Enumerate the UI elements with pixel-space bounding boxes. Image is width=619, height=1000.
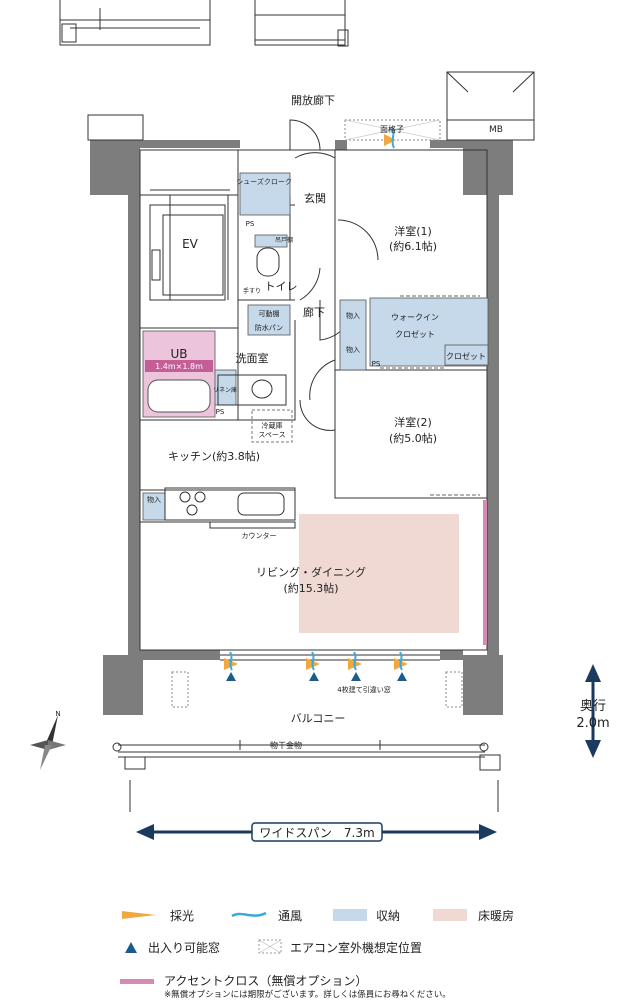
kitchen-counter <box>164 487 296 529</box>
label-ub: UB <box>170 347 187 361</box>
widespan-arrow <box>129 780 499 842</box>
accent-cross-wall <box>483 500 487 645</box>
label-room1: 洋室(1) <box>394 224 432 238</box>
label-ps-3: PS <box>372 360 381 368</box>
depth-arrow <box>585 664 601 758</box>
label-storage-1: 物入 <box>346 311 360 320</box>
wash-basin <box>217 374 287 406</box>
label-ub-size: 1.4m×1.8m <box>155 362 203 371</box>
label-lattice: 面格子 <box>380 124 404 134</box>
accent-cross-icon <box>120 979 154 984</box>
label-handrail: 手すり <box>243 287 261 295</box>
label-toilet: トイレ <box>265 280 298 293</box>
label-storage-2: 物入 <box>346 345 360 354</box>
fridge-space <box>251 409 293 443</box>
doors <box>289 119 379 431</box>
label-depth: 奥行 <box>580 699 606 714</box>
outer-walls <box>90 140 513 715</box>
balcony <box>112 654 501 771</box>
legend-entry-window: 出入り可能窓 <box>148 941 221 955</box>
label-depth-value: 2.0m <box>576 716 609 731</box>
label-balcony: バルコニー <box>291 712 346 725</box>
label-walkin-2: クロゼット <box>395 329 435 339</box>
mb-box <box>446 71 535 141</box>
label-living: リビング・ダイニング <box>256 565 366 579</box>
compass <box>30 715 66 770</box>
left-top-box <box>87 114 144 141</box>
legend-daylight: 採光 <box>170 909 195 923</box>
storage-areas <box>142 172 489 521</box>
label-shoes-cloak: シューズクローク <box>236 177 292 186</box>
label-counter: カウンター <box>242 531 277 540</box>
label-ev: EV <box>182 237 199 251</box>
label-movable-shelf: 可動棚 <box>259 309 280 318</box>
ventilation-icon <box>231 911 267 918</box>
toilet <box>256 247 280 277</box>
legend-storage: 収納 <box>376 909 401 923</box>
label-closet: クロゼット <box>446 351 486 361</box>
label-corridor: 開放廊下 <box>291 93 335 107</box>
daylight-icon <box>122 911 156 919</box>
upper-outline <box>59 0 349 47</box>
label-fridge-2: スペース <box>258 431 285 439</box>
entry-window-icon <box>125 942 137 953</box>
label-entrance: 玄関 <box>304 191 326 205</box>
legend-floor-heating: 床暖房 <box>478 909 515 923</box>
legend-note: ※無償オプションには期限がございます。詳しくは係員にお尋ねください。 <box>164 990 451 1000</box>
label-shelf: 吊戸棚 <box>275 236 293 244</box>
label-linen: リネン庫 <box>213 386 237 394</box>
label-kitchen: キッチン(約3.8帖) <box>168 449 260 463</box>
closet-doors <box>380 295 480 496</box>
ac-unit-icon <box>258 939 282 954</box>
label-window: 4枚建て引違い窓 <box>337 685 390 694</box>
elevator <box>149 204 226 301</box>
floor-heating-area <box>299 514 459 633</box>
legend-ventilation: 通風 <box>278 909 303 923</box>
label-ps-1: PS <box>246 220 255 228</box>
floor-heating-swatch-icon <box>433 909 467 921</box>
legend-accent: アクセントクロス（無償オプション） <box>164 974 368 988</box>
label-ps-2: PS <box>216 408 225 416</box>
label-hall: 廊下 <box>303 305 325 319</box>
unit-bath <box>142 330 216 418</box>
label-fridge-1: 冷蔵庫 <box>262 421 283 430</box>
window-markers <box>224 127 408 681</box>
label-mb: MB <box>489 125 503 135</box>
label-north: N <box>55 710 60 718</box>
label-room2-size: (約5.0帖) <box>389 431 437 445</box>
legend-ac-unit: エアコン室外機想定位置 <box>290 941 423 955</box>
label-storage-3: 物入 <box>147 495 161 504</box>
label-walkin-1: ウォークイン <box>391 313 439 322</box>
storage-swatch-icon <box>333 909 367 921</box>
label-washroom: 洗面室 <box>236 351 269 365</box>
label-room2: 洋室(2) <box>394 415 432 429</box>
label-dryer: 物干金物 <box>270 740 302 750</box>
label-living-size: (約15.3帖) <box>283 581 338 595</box>
label-room1-size: (約6.1帖) <box>389 239 437 253</box>
label-widespan: ワイドスパン 7.3m <box>259 826 374 840</box>
label-waterproof-pan: 防水パン <box>255 323 283 332</box>
